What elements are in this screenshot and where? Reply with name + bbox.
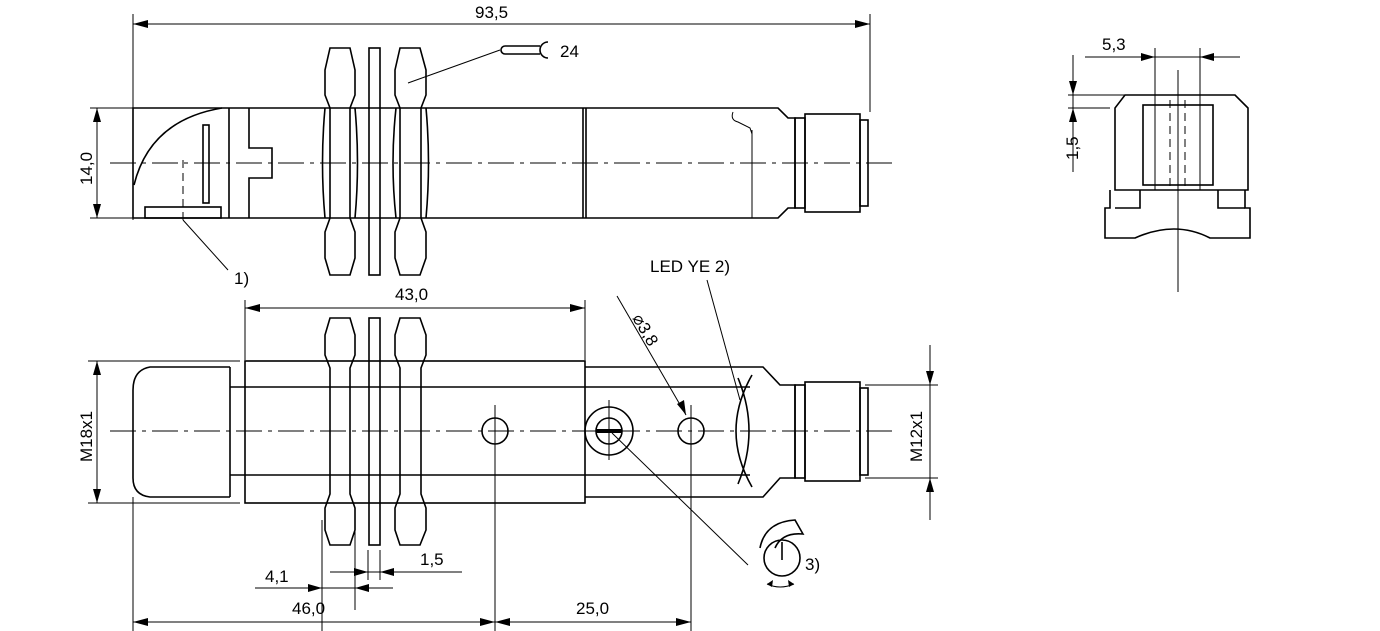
dim-nut-thickness: 4,1 bbox=[265, 567, 289, 586]
dim-body-thread: M18x1 bbox=[77, 411, 96, 462]
bottom-view: 43,0 M18x1 M12x1 bbox=[77, 257, 938, 631]
note-3: 3) bbox=[805, 555, 820, 574]
wrench-icon bbox=[500, 41, 549, 59]
dim-overall-length: 93,5 bbox=[475, 3, 508, 22]
dim-wrench-size: 24 bbox=[560, 42, 579, 61]
dim-to-led: 46,0 bbox=[292, 599, 325, 618]
dim-led-spacing: 25,0 bbox=[576, 599, 609, 618]
dim-washer-thickness: 1,5 bbox=[420, 550, 444, 569]
dim-led-diameter: ⌀3,8 bbox=[629, 311, 662, 350]
dim-width-flat: 14,0 bbox=[77, 152, 96, 185]
side-view: 5,3 1,5 bbox=[1063, 35, 1251, 292]
dim-side-width: 5,3 bbox=[1102, 35, 1126, 54]
led-label: LED YE 2) bbox=[650, 257, 730, 276]
dim-side-height: 1,5 bbox=[1063, 136, 1082, 160]
note-1: 1) bbox=[234, 269, 249, 288]
dim-connector-thread: M12x1 bbox=[907, 411, 926, 462]
top-view: 93,5 14,0 24 bbox=[77, 3, 895, 288]
dim-thread-length: 43,0 bbox=[395, 285, 428, 304]
rotate-adjust-icon bbox=[759, 519, 805, 588]
